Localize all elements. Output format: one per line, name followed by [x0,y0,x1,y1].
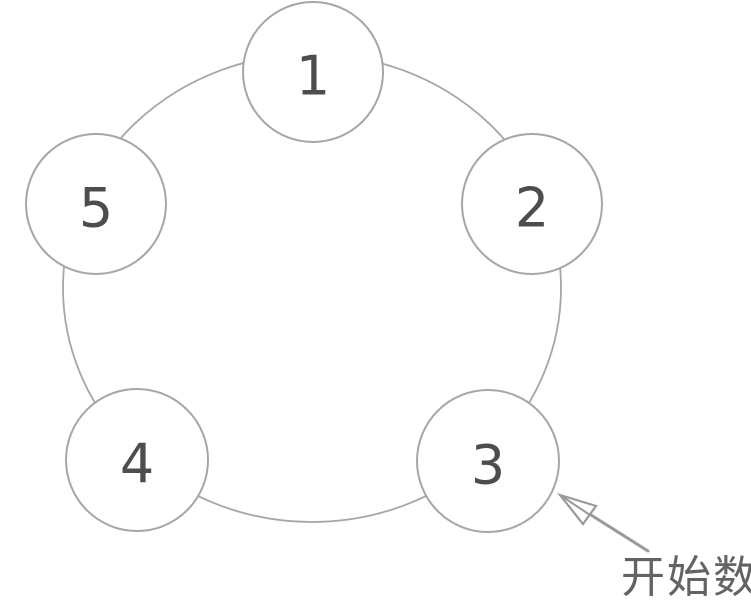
arrow-head-crease [559,494,591,516]
node-2-circle [461,133,603,275]
node-4: 4 [65,388,209,532]
node-3-label: 3 [471,434,505,497]
node-2-label: 2 [515,177,549,240]
node-4-circle [65,388,209,532]
start-annotation-arrow [556,492,650,553]
annotation-label: 开始数 [621,552,751,603]
node-3-circle [416,389,560,533]
node-1-circle [242,1,384,143]
node-4-label: 4 [120,433,154,496]
node-1-label: 1 [296,45,330,108]
node-5-label: 5 [79,177,113,240]
node-1: 1 [242,1,384,143]
arrow-shaft [589,513,650,553]
node-3: 3 [416,389,560,533]
node-2: 2 [461,133,603,275]
node-5-circle [25,133,167,275]
node-5: 5 [25,133,167,275]
